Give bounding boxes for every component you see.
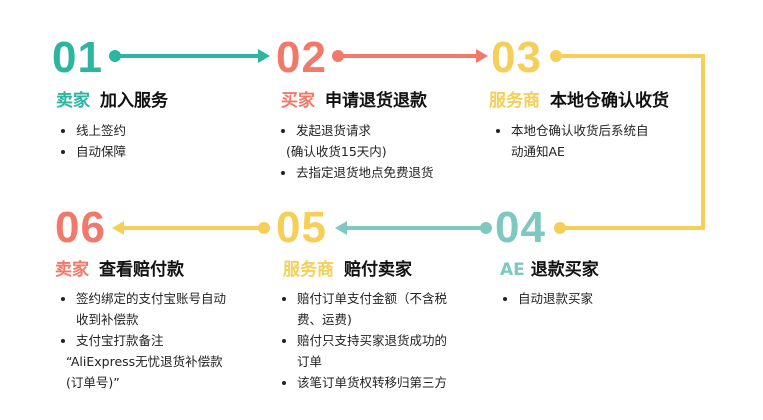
arrow-02-to-03 xyxy=(332,49,488,63)
list-item: 签约绑定的支付宝账号自动 收到补偿款 xyxy=(58,288,226,330)
list-item: 自动保障 xyxy=(58,141,126,162)
arrow-04-to-05 xyxy=(335,221,492,235)
step-02-items: 发起退货请求 (确认收货15天内) 去指定退货地点免费退货 xyxy=(278,120,434,183)
step-01-heading: 卖家加入服务 xyxy=(56,90,168,112)
step-01-items: 线上签约 自动保障 xyxy=(58,120,126,162)
step-02-role: 买家 xyxy=(281,91,315,111)
step-01-role: 卖家 xyxy=(56,91,90,111)
list-item: 本地仓确认收货后系统自 动通知AE xyxy=(493,120,649,162)
arrow-01-to-02 xyxy=(109,49,270,63)
step-01-number: 01 xyxy=(52,33,103,82)
step-05-items: 赔付订单支付金额（不含税 费、运费) 赔付只支持买家退货成功的 订单 该笔订单货… xyxy=(279,288,447,393)
step-06-role: 卖家 xyxy=(55,260,89,280)
step-02-number: 02 xyxy=(276,33,327,82)
list-item: 支付宝打款备注 “AliExpress无忧退货补偿款 (订单号)” xyxy=(58,330,226,393)
list-item: 线上签约 xyxy=(58,120,126,141)
step-03-role: 服务商 xyxy=(489,91,540,111)
step-04-items: 自动退款买家 xyxy=(500,288,593,309)
step-04-role: AE xyxy=(500,260,525,280)
step-06-items: 签约绑定的支付宝账号自动 收到补偿款 支付宝打款备注 “AliExpress无忧… xyxy=(58,288,226,393)
step-06-action: 查看赔付款 xyxy=(99,260,184,280)
step-04-number: 04 xyxy=(495,203,546,252)
step-03-action: 本地仓确认收货 xyxy=(550,91,669,111)
list-item: 赔付订单支付金额（不含税 费、运费) xyxy=(279,288,447,330)
step-02-action: 申请退货退款 xyxy=(325,91,427,111)
list-item: 去指定退货地点免费退货 xyxy=(278,162,434,183)
step-02-heading: 买家申请退货退款 xyxy=(281,90,427,112)
step-03-number: 03 xyxy=(491,33,542,82)
list-item: 该笔订单货权转移归第三方 xyxy=(279,372,447,393)
list-item: 赔付只支持买家退货成功的 订单 xyxy=(279,330,447,372)
arrow-05-to-06 xyxy=(112,221,270,235)
step-01-action: 加入服务 xyxy=(100,91,168,111)
step-04-action: 退款买家 xyxy=(530,260,599,280)
step-05-heading: 服务商赔付卖家 xyxy=(283,259,412,281)
list-item: 自动退款买家 xyxy=(500,288,593,309)
step-06-number: 06 xyxy=(55,203,106,252)
arrow-03-to-04 xyxy=(550,50,705,234)
step-05-role: 服务商 xyxy=(283,260,334,280)
step-05-action: 赔付卖家 xyxy=(344,260,412,280)
step-03-items: 本地仓确认收货后系统自 动通知AE xyxy=(493,120,649,162)
list-item: 发起退货请求 (确认收货15天内) xyxy=(278,120,434,162)
step-06-heading: 卖家查看赔付款 xyxy=(55,259,184,281)
step-03-heading: 服务商本地仓确认收货 xyxy=(489,90,669,112)
step-05-number: 05 xyxy=(276,203,327,252)
